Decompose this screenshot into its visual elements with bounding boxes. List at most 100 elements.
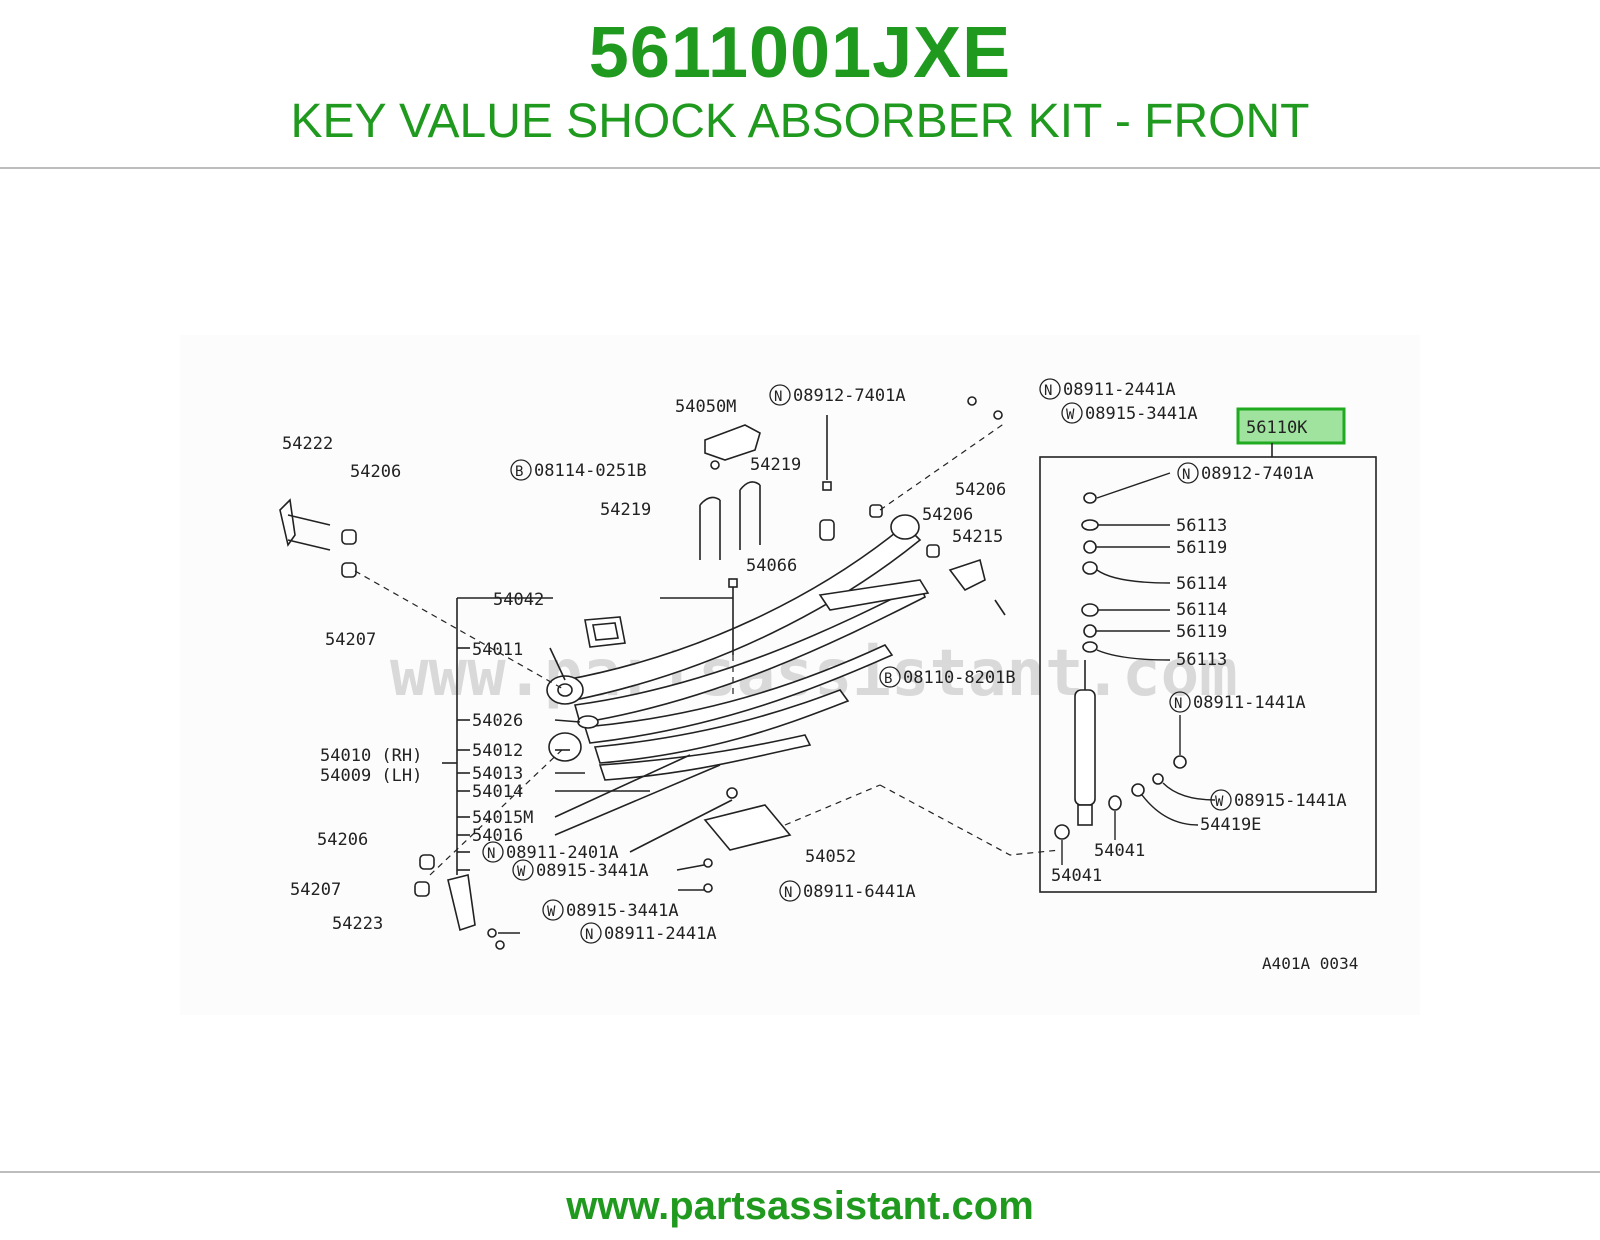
label-54026[interactable]: 54026 bbox=[472, 711, 523, 731]
label-56119-b[interactable]: 56119 bbox=[1176, 622, 1227, 642]
label-54042[interactable]: 54042 bbox=[493, 590, 544, 610]
diagram-background bbox=[180, 335, 1420, 1015]
spacer-block bbox=[584, 616, 626, 648]
label-54206-left[interactable]: 54206 bbox=[350, 462, 401, 482]
parts-diagram-svg: www.partsassistant.com bbox=[180, 335, 1420, 1015]
label-54215[interactable]: 54215 bbox=[952, 527, 1003, 547]
label-54206-bottom[interactable]: 54206 bbox=[317, 830, 368, 850]
label-54015M[interactable]: 54015M bbox=[472, 808, 533, 828]
prefix-w: W bbox=[517, 864, 526, 880]
label-56114-b[interactable]: 56114 bbox=[1176, 600, 1227, 620]
label-54010[interactable]: 54010 (RH) bbox=[320, 746, 422, 766]
label-08915-3441A-top[interactable]: 08915-3441A bbox=[1085, 404, 1198, 424]
washer-54419E bbox=[1131, 783, 1145, 797]
center-bolt-head bbox=[728, 578, 738, 588]
label-08911-2401A[interactable]: 08911-2401A bbox=[506, 843, 619, 863]
part-number-title: 5611001JXE bbox=[588, 13, 1012, 93]
label-54011[interactable]: 54011 bbox=[472, 640, 523, 660]
label-56119-a[interactable]: 56119 bbox=[1176, 538, 1227, 558]
dashed-assembly-lines bbox=[354, 422, 1061, 876]
label-08915-1441A[interactable]: 08915-1441A bbox=[1234, 791, 1347, 811]
page-header: 5611001JXE KEY VALUE SHOCK ABSORBER KIT … bbox=[0, 0, 1600, 170]
label-56113-b[interactable]: 56113 bbox=[1176, 650, 1227, 670]
label-54207-bottom[interactable]: 54207 bbox=[290, 880, 341, 900]
highlighted-part-box[interactable] bbox=[1236, 407, 1346, 445]
prefix-w: W bbox=[1066, 407, 1075, 423]
bushing-54041-b bbox=[1054, 824, 1070, 840]
bushing-54207-left bbox=[341, 562, 357, 578]
spring-leaf-4 bbox=[593, 689, 850, 764]
label-54041-a[interactable]: 54041 bbox=[1094, 841, 1145, 861]
u-bolt-1 bbox=[699, 496, 721, 560]
highlighted-part-label[interactable]: 56110K bbox=[1246, 418, 1308, 438]
nut-08912-7401A bbox=[822, 481, 832, 491]
label-54066[interactable]: 54066 bbox=[746, 556, 797, 576]
nut-08911-2441A-bot bbox=[495, 940, 505, 950]
spring-leaf-main bbox=[563, 523, 922, 701]
label-54206-r1[interactable]: 54206 bbox=[955, 480, 1006, 500]
washer-08915-1441A bbox=[1152, 773, 1164, 785]
label-08915-3441A-mid[interactable]: 08915-3441A bbox=[536, 861, 649, 881]
label-54012[interactable]: 54012 bbox=[472, 741, 523, 761]
label-54223[interactable]: 54223 bbox=[332, 914, 383, 934]
prefix-w: W bbox=[547, 904, 556, 920]
hanger-54215 bbox=[948, 558, 986, 592]
label-08911-2441A-top[interactable]: 08911-2441A bbox=[1063, 380, 1176, 400]
label-08110-8201B[interactable]: 08110-8201B bbox=[903, 668, 1016, 688]
nut-08911-1441A bbox=[1173, 755, 1187, 769]
spring-top-plate bbox=[818, 579, 930, 611]
prefix-n: N bbox=[585, 927, 593, 943]
label-08915-3441A-bot[interactable]: 08915-3441A bbox=[566, 901, 679, 921]
shackle-54223 bbox=[447, 874, 476, 932]
label-08912-7401A-top[interactable]: 08912-7401A bbox=[793, 386, 906, 406]
label-08912-7401A-kit[interactable]: 08912-7401A bbox=[1201, 464, 1314, 484]
label-08911-1441A[interactable]: 08911-1441A bbox=[1193, 693, 1306, 713]
label-54206-r2[interactable]: 54206 bbox=[922, 505, 973, 525]
prefix-n: N bbox=[784, 885, 792, 901]
shock-lower-mount bbox=[1077, 804, 1093, 826]
label-54050M[interactable]: 54050M bbox=[675, 397, 736, 417]
label-54052[interactable]: 54052 bbox=[805, 847, 856, 867]
washer-56114-a bbox=[1082, 561, 1098, 575]
label-08911-6441A[interactable]: 08911-6441A bbox=[803, 882, 916, 902]
label-54207-left[interactable]: 54207 bbox=[325, 630, 376, 650]
bushing-54206-left bbox=[341, 529, 357, 545]
spring-eye-front-hole bbox=[557, 683, 573, 697]
bump-stop-54066 bbox=[819, 519, 835, 541]
prefix-n: N bbox=[774, 389, 782, 405]
spring-leaf-3 bbox=[583, 643, 894, 744]
bushing-54207-bottom bbox=[414, 881, 430, 897]
bracket-54050M bbox=[704, 424, 761, 461]
prefix-n: N bbox=[1174, 696, 1182, 712]
label-54219-a[interactable]: 54219 bbox=[750, 455, 801, 475]
nut-08911-6441A bbox=[703, 883, 713, 893]
kit-leaders bbox=[1061, 472, 1216, 865]
prefix-b: B bbox=[515, 464, 523, 480]
bolt-08110-8201B bbox=[994, 599, 1006, 616]
label-08114-0251B[interactable]: 08114-0251B bbox=[534, 461, 647, 481]
label-54219-b[interactable]: 54219 bbox=[600, 500, 651, 520]
label-08911-2441A-bot[interactable]: 08911-2441A bbox=[604, 924, 717, 944]
left-bracket-leaders bbox=[442, 597, 733, 934]
label-54222[interactable]: 54222 bbox=[282, 434, 333, 454]
label-54041-b[interactable]: 54041 bbox=[1051, 866, 1102, 886]
label-54016[interactable]: 54016 bbox=[472, 826, 523, 846]
label-56113-a[interactable]: 56113 bbox=[1176, 516, 1227, 536]
nut-08912-7401A-kit bbox=[1083, 492, 1097, 504]
footer-divider bbox=[0, 1171, 1600, 1173]
washer-08915-3441A-bot bbox=[487, 928, 497, 938]
label-54419E[interactable]: 54419E bbox=[1200, 815, 1261, 835]
shock-body bbox=[1074, 689, 1096, 806]
shackle-54222 bbox=[279, 498, 296, 547]
footer-website-link[interactable]: www.partsassistant.com bbox=[566, 1184, 1034, 1228]
washer-56114-b bbox=[1081, 603, 1099, 617]
washer-08915-3441A-mid bbox=[703, 858, 713, 868]
label-54013[interactable]: 54013 bbox=[472, 764, 523, 784]
bushing-54206-r2 bbox=[926, 544, 940, 558]
label-54014[interactable]: 54014 bbox=[472, 782, 523, 802]
label-56114-a[interactable]: 56114 bbox=[1176, 574, 1227, 594]
label-54009[interactable]: 54009 (LH) bbox=[320, 766, 422, 786]
header-divider bbox=[0, 167, 1600, 169]
shackle-pin-lower bbox=[287, 539, 331, 551]
nut-08911-2441A-top bbox=[967, 396, 977, 406]
